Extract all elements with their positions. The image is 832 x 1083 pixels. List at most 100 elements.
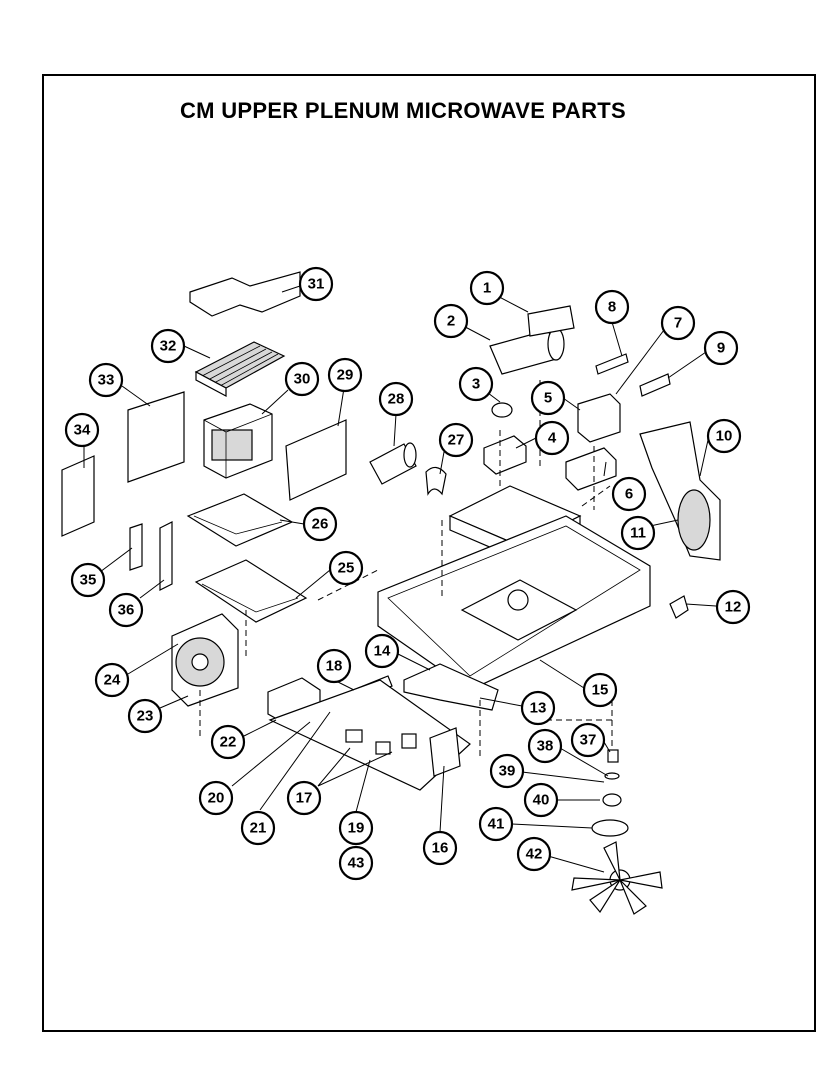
svg-text:28: 28 [388, 391, 405, 408]
svg-text:26: 26 [312, 516, 329, 533]
part-8-bracket [595, 353, 629, 375]
svg-text:31: 31 [308, 276, 325, 293]
svg-text:9: 9 [717, 340, 725, 357]
part-36-bracket [159, 521, 173, 591]
callout-11: 11 [620, 515, 656, 551]
svg-text:39: 39 [499, 763, 516, 780]
part-42-fan-blade [571, 841, 663, 915]
svg-text:32: 32 [160, 338, 177, 355]
callout-32: 32 [150, 328, 186, 364]
svg-text:11: 11 [630, 525, 646, 542]
svg-text:2: 2 [447, 313, 455, 330]
callout-13: 13 [520, 690, 556, 726]
svg-text:34: 34 [74, 422, 91, 439]
callout-23: 23 [127, 698, 163, 734]
part-1-plate [527, 305, 575, 337]
callout-29: 29 [327, 357, 363, 393]
part-2-tube [489, 327, 565, 375]
svg-text:27: 27 [448, 432, 465, 449]
part-26-plate [186, 493, 294, 547]
callout-5: 5 [530, 380, 566, 416]
svg-text:41: 41 [488, 816, 505, 833]
part-5-7-switch [577, 393, 621, 443]
callout-16: 16 [422, 830, 458, 866]
part-31-cover-plate [189, 271, 301, 317]
callout-40: 40 [523, 782, 559, 818]
svg-text:10: 10 [716, 428, 733, 445]
part-37-part [607, 749, 619, 763]
callout-25: 25 [328, 550, 364, 586]
svg-text:3: 3 [472, 376, 480, 393]
svg-text:16: 16 [432, 840, 449, 857]
part-13-14-assembly [403, 663, 499, 711]
callout-9: 9 [703, 330, 739, 366]
svg-text:30: 30 [294, 371, 311, 388]
svg-text:4: 4 [548, 430, 557, 447]
callout-10: 10 [706, 418, 742, 454]
svg-text:35: 35 [80, 572, 97, 589]
callout-6: 6 [611, 476, 647, 512]
callout-35: 35 [70, 562, 106, 598]
callout-30: 30 [284, 361, 320, 397]
svg-text:12: 12 [725, 599, 742, 616]
svg-text:29: 29 [337, 367, 354, 384]
callout-12: 12 [715, 589, 751, 625]
part-28-capacitor [369, 442, 417, 485]
part-41-plate [591, 819, 629, 837]
svg-text:18: 18 [326, 658, 343, 675]
callout-17: 17 [286, 780, 322, 816]
svg-text:6: 6 [625, 486, 633, 503]
part-34-bracket [61, 455, 95, 537]
svg-text:43: 43 [348, 855, 365, 872]
callout-36: 36 [108, 592, 144, 628]
part-3-knob [491, 402, 513, 418]
svg-text:17: 17 [296, 790, 313, 807]
part-35-bracket [129, 523, 143, 571]
base-tray [377, 515, 651, 691]
svg-text:42: 42 [526, 846, 543, 863]
svg-text:15: 15 [592, 682, 609, 699]
svg-text:14: 14 [374, 643, 391, 660]
callout-7: 7 [660, 305, 696, 341]
part-29-panel [285, 419, 347, 501]
part-12-clip [669, 595, 689, 619]
callout-19: 19 [338, 810, 374, 846]
part-6-duct [565, 447, 617, 491]
callout-21: 21 [240, 810, 276, 846]
svg-text:24: 24 [104, 672, 121, 689]
callout-3: 3 [458, 366, 494, 402]
callout-8: 8 [594, 289, 630, 325]
svg-text:23: 23 [137, 708, 154, 725]
callout-38: 38 [527, 728, 563, 764]
callout-43: 43 [338, 845, 374, 881]
svg-text:1: 1 [483, 280, 491, 297]
callout-33: 33 [88, 362, 124, 398]
svg-text:13: 13 [530, 700, 547, 717]
callout-26: 26 [302, 506, 338, 542]
callout-42: 42 [516, 836, 552, 872]
control-board [268, 679, 471, 791]
leader-lines [83, 285, 717, 873]
callout-14: 14 [364, 633, 400, 669]
part-23-24-fan [171, 613, 239, 707]
callout-37: 37 [570, 722, 606, 758]
svg-text:19: 19 [348, 820, 365, 837]
svg-text:8: 8 [608, 299, 616, 316]
svg-text:20: 20 [208, 790, 225, 807]
part-38-washer [604, 772, 620, 780]
callout-15: 15 [582, 672, 618, 708]
svg-text:21: 21 [250, 820, 267, 837]
svg-text:7: 7 [674, 315, 682, 332]
callouts: 1 2 3 4 5 6 7 8 9 10 11 12 13 14 15 16 1… [64, 266, 751, 881]
svg-text:5: 5 [544, 390, 552, 407]
callout-28: 28 [378, 381, 414, 417]
callout-24: 24 [94, 662, 130, 698]
part-33-side-panel [127, 391, 185, 483]
svg-text:22: 22 [220, 734, 237, 751]
part-30-transformer [203, 403, 273, 479]
part-10-11-blower [639, 421, 721, 561]
callout-22: 22 [210, 724, 246, 760]
svg-text:37: 37 [580, 732, 597, 749]
callout-31: 31 [298, 266, 334, 302]
